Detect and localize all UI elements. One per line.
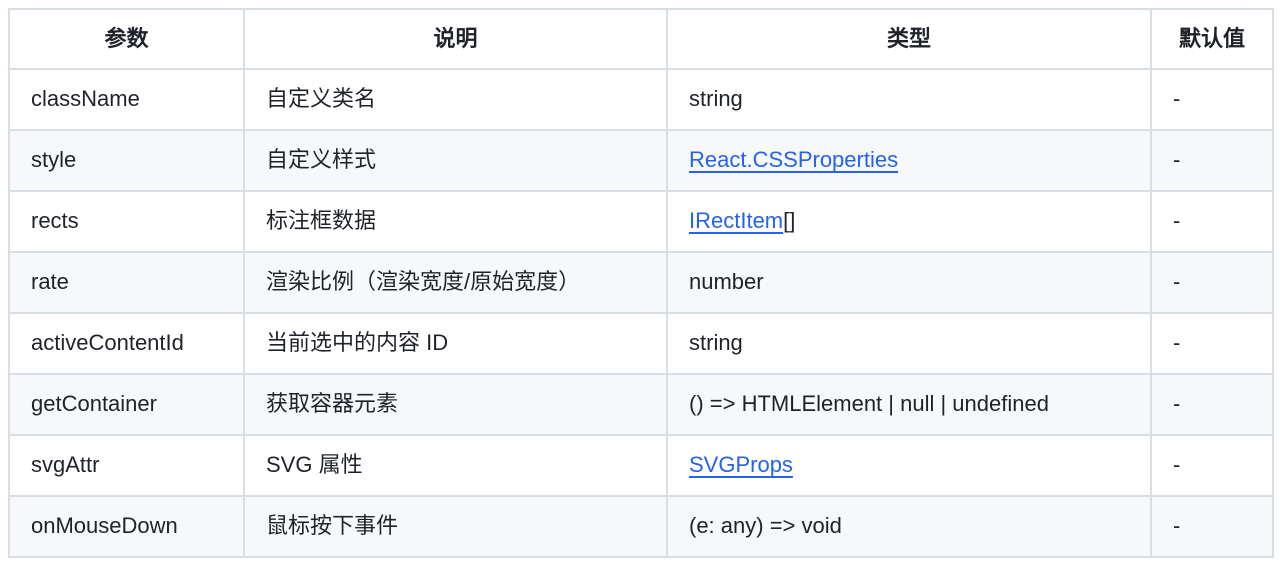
param-cell: style	[8, 129, 245, 192]
table-row-className: className 自定义类名 string -	[8, 68, 1274, 131]
default-cell: -	[1150, 495, 1274, 558]
desc-cell: 标注框数据	[243, 190, 668, 253]
type-text: (e: any) => void	[689, 513, 842, 539]
table-row-activeContentId: activeContentId 当前选中的内容 ID string -	[8, 312, 1274, 375]
default-cell: -	[1150, 373, 1274, 436]
type-link-irectitem[interactable]: IRectItem	[689, 208, 784, 234]
table-row-getContainer: getContainer 获取容器元素 () => HTMLElement | …	[8, 373, 1274, 436]
type-cell: string	[666, 312, 1152, 375]
default-cell: -	[1150, 434, 1274, 497]
type-cell: React.CSSProperties	[666, 129, 1152, 192]
param-cell: getContainer	[8, 373, 245, 436]
type-cell: () => HTMLElement | null | undefined	[666, 373, 1152, 436]
column-header-desc: 说明	[243, 8, 668, 70]
param-cell: activeContentId	[8, 312, 245, 375]
type-text: string	[689, 330, 743, 356]
type-cell: SVGProps	[666, 434, 1152, 497]
type-text: string	[689, 86, 743, 112]
type-cell: number	[666, 251, 1152, 314]
column-header-default: 默认值	[1150, 8, 1274, 70]
desc-cell: 当前选中的内容 ID	[243, 312, 668, 375]
type-suffix: []	[783, 208, 796, 234]
param-cell: svgAttr	[8, 434, 245, 497]
default-cell: -	[1150, 68, 1274, 131]
desc-cell: 自定义类名	[243, 68, 668, 131]
table-row-rects: rects 标注框数据 IRectItem[] -	[8, 190, 1274, 253]
table-row-style: style 自定义样式 React.CSSProperties -	[8, 129, 1274, 192]
table-header-row: 参数 说明 类型 默认值	[8, 8, 1274, 70]
default-cell: -	[1150, 251, 1274, 314]
desc-cell: 获取容器元素	[243, 373, 668, 436]
default-cell: -	[1150, 312, 1274, 375]
table-row-svgAttr: svgAttr SVG 属性 SVGProps -	[8, 434, 1274, 497]
type-link-react-cssproperties[interactable]: React.CSSProperties	[689, 147, 899, 173]
param-cell: onMouseDown	[8, 495, 245, 558]
props-table: 参数 说明 类型 默认值 className 自定义类名 string - st…	[8, 8, 1274, 558]
type-cell: (e: any) => void	[666, 495, 1152, 558]
type-cell: string	[666, 68, 1152, 131]
desc-cell: 自定义样式	[243, 129, 668, 192]
column-header-param: 参数	[8, 8, 245, 70]
type-text: () => HTMLElement | null | undefined	[689, 391, 1049, 417]
desc-cell: 渲染比例（渲染宽度/原始宽度）	[243, 251, 668, 314]
param-cell: className	[8, 68, 245, 131]
default-cell: -	[1150, 129, 1274, 192]
table-row-rate: rate 渲染比例（渲染宽度/原始宽度） number -	[8, 251, 1274, 314]
type-text: number	[689, 269, 764, 295]
default-cell: -	[1150, 190, 1274, 253]
desc-cell: 鼠标按下事件	[243, 495, 668, 558]
desc-cell: SVG 属性	[243, 434, 668, 497]
type-link-svgprops[interactable]: SVGProps	[689, 452, 793, 478]
column-header-type: 类型	[666, 8, 1152, 70]
param-cell: rate	[8, 251, 245, 314]
type-cell: IRectItem[]	[666, 190, 1152, 253]
table-row-onMouseDown: onMouseDown 鼠标按下事件 (e: any) => void -	[8, 495, 1274, 558]
param-cell: rects	[8, 190, 245, 253]
